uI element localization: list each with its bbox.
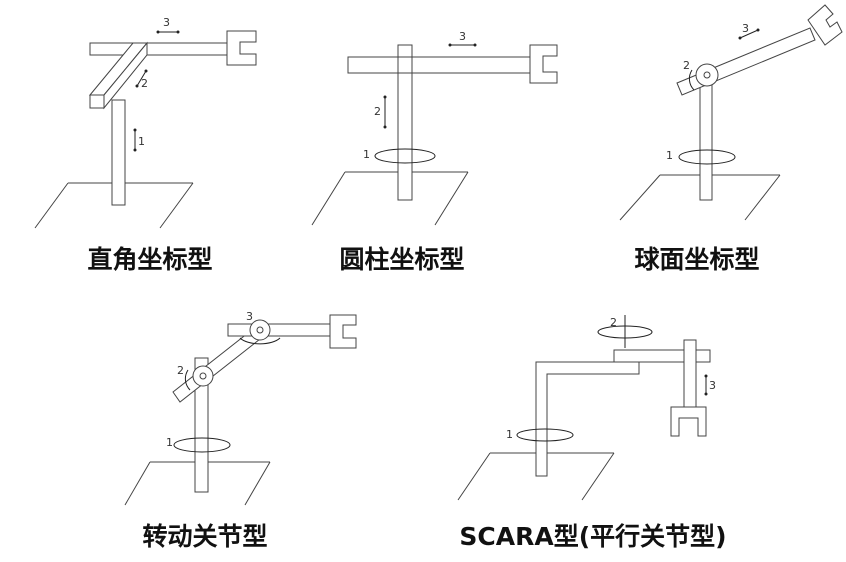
articulated-robot-diagram: 3 2 1 转动关节型 <box>124 310 357 551</box>
cartesian-robot-diagram: 3 2 1 直角坐标型 <box>34 16 257 274</box>
spherical-robot-diagram: 3 2 1 球面坐标型 <box>619 4 843 274</box>
horizontal-arm <box>89 42 228 56</box>
base-plane <box>34 182 194 229</box>
caption-cylindrical: 圆柱坐标型 <box>339 245 464 274</box>
axis-label: 1 <box>363 148 370 161</box>
axis-label: 3 <box>709 379 716 392</box>
caption-spherical: 球面坐标型 <box>634 245 759 274</box>
axis-label: 2 <box>610 316 617 329</box>
axis-label: 3 <box>742 22 749 35</box>
axis-label: 3 <box>163 16 170 29</box>
caption-articulated: 转动关节型 <box>142 522 267 551</box>
axis-label: 3 <box>459 30 466 43</box>
axis-label: 1 <box>166 436 173 449</box>
gripper <box>226 30 257 66</box>
axis-label: 1 <box>138 135 145 148</box>
cylindrical-robot-diagram: 3 2 1 圆柱坐标型 <box>311 30 558 274</box>
axis-label: 2 <box>177 364 184 377</box>
axis-label: 3 <box>246 310 253 323</box>
axis-label: 2 <box>683 59 690 72</box>
axis-label: 1 <box>506 428 513 441</box>
column <box>111 99 126 206</box>
caption-cartesian: 直角坐标型 <box>87 245 212 274</box>
axis-label: 2 <box>141 77 148 90</box>
scara-robot-diagram: 2 3 1 SCARA型(平行关节型) <box>457 315 727 551</box>
axis-label: 2 <box>374 105 381 118</box>
axis-label: 1 <box>666 149 673 162</box>
caption-scara: SCARA型(平行关节型) <box>459 522 726 551</box>
